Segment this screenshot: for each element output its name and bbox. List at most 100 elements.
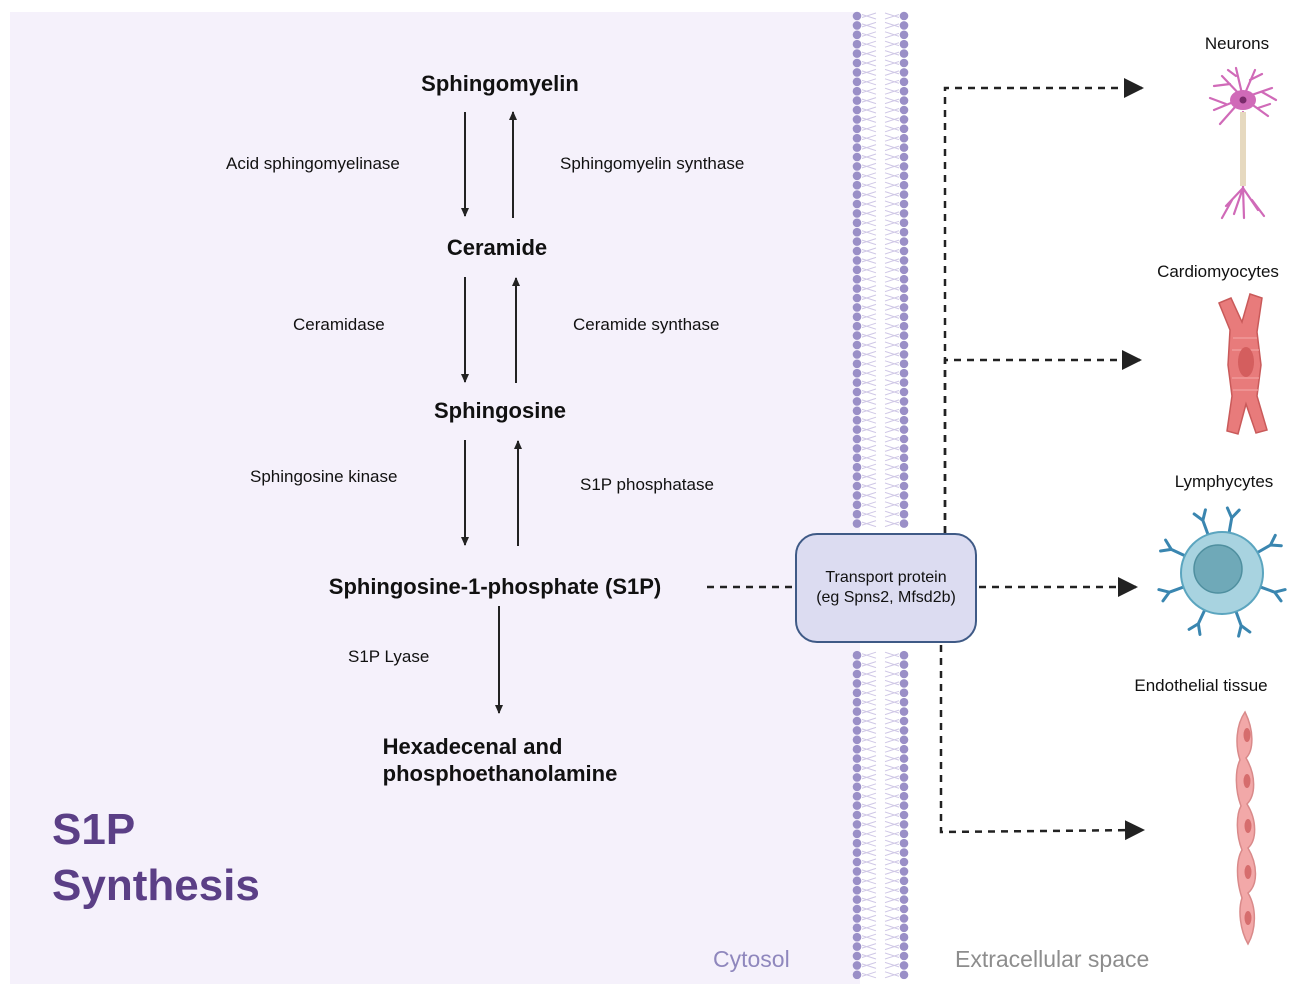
antibody-receptor	[1157, 585, 1186, 603]
lipid-tail	[861, 341, 877, 349]
lipid-tail	[861, 858, 877, 866]
lipid-head	[852, 209, 862, 218]
lipid-tail	[884, 755, 900, 763]
antibody-receptor	[1255, 533, 1283, 555]
lipid-tail	[884, 350, 900, 358]
lipid-head	[899, 340, 909, 350]
lipid-tail	[884, 454, 900, 462]
lipid-tail	[884, 144, 900, 152]
lipid-tail	[861, 426, 877, 434]
lipid-tail	[884, 473, 900, 481]
lipid-head	[899, 152, 909, 162]
lipid-tail	[884, 115, 900, 123]
lipid-tail	[884, 125, 900, 133]
lipid-tail	[884, 961, 900, 969]
lipid-head	[852, 509, 862, 519]
lipid-tail	[884, 238, 900, 246]
lipid-tail	[884, 266, 900, 274]
lipid-head	[899, 801, 909, 810]
molecule-products: Hexadecenal and phosphoethanolamine	[383, 733, 618, 787]
lipid-tail	[884, 369, 900, 377]
lipid-tail	[884, 31, 900, 39]
lipid-tail	[861, 50, 877, 58]
lipid-tail	[861, 181, 877, 189]
lipid-head	[899, 444, 909, 453]
lipid-tail	[861, 905, 877, 913]
lipid-tail	[884, 661, 900, 669]
lipid-head	[899, 970, 909, 980]
antibody-receptor	[1258, 585, 1287, 603]
lipid-tail	[861, 961, 877, 969]
endothelial-icon	[1235, 710, 1257, 946]
lipid-tail	[861, 162, 877, 170]
lipid-tail	[884, 698, 900, 706]
lipid-head	[852, 378, 862, 387]
lipid-head	[899, 39, 909, 49]
lipid-head	[899, 68, 909, 77]
lipid-tail	[884, 943, 900, 951]
lipid-tail	[884, 360, 900, 368]
lipid-head	[852, 11, 862, 21]
lipid-head	[852, 801, 862, 810]
lipid-head	[899, 96, 909, 105]
lipid-head	[899, 105, 909, 115]
lipid-tail	[884, 764, 900, 772]
lipid-head	[899, 293, 909, 303]
lipid-tail	[884, 914, 900, 922]
lipid-head	[899, 885, 909, 895]
region-label-extracellular: Extracellular space	[955, 946, 1150, 972]
lipid-head	[899, 820, 909, 829]
lipid-head	[899, 472, 909, 481]
antibody-receptor	[1192, 508, 1210, 537]
lipid-head	[899, 679, 909, 688]
lipid-head	[899, 227, 909, 237]
lipid-head	[852, 199, 862, 209]
lipid-tail	[884, 905, 900, 913]
lipid-head	[852, 406, 862, 416]
lipid-tail	[884, 332, 900, 340]
lipid-tail	[861, 285, 877, 293]
lipid-head	[899, 453, 909, 463]
lipid-tail	[884, 426, 900, 434]
lipid-tail	[861, 924, 877, 932]
lipid-head	[899, 697, 909, 707]
lipid-head	[852, 462, 862, 472]
lipid-head	[852, 867, 862, 876]
lipid-tail	[884, 78, 900, 86]
lipid-tail	[884, 181, 900, 189]
lipid-head	[852, 481, 862, 491]
lipid-tail	[861, 952, 877, 960]
lipid-tail	[884, 896, 900, 904]
lipid-head	[899, 867, 909, 876]
enzyme-sphingosine-kinase: Sphingosine kinase	[250, 467, 398, 486]
lipid-tail	[861, 115, 877, 123]
lipid-head	[852, 133, 862, 143]
lipid-head	[899, 848, 909, 857]
lipid-tail	[884, 858, 900, 866]
lipid-tail	[861, 219, 877, 227]
lipid-tail	[861, 332, 877, 340]
lipid-tail	[861, 708, 877, 716]
lipid-tail	[884, 839, 900, 847]
lipid-tail	[884, 651, 900, 659]
lipid-head	[899, 904, 909, 914]
lipid-head	[852, 697, 862, 707]
dashed-to-endothelial	[939, 645, 1145, 841]
lipid-tail	[884, 689, 900, 697]
lipid-head	[899, 143, 909, 152]
lipid-head	[852, 491, 862, 500]
lipid-head	[852, 914, 862, 923]
lipid-tail	[861, 379, 877, 387]
lipid-head	[899, 942, 909, 951]
lipid-head	[899, 378, 909, 387]
lipid-tail	[861, 482, 877, 490]
lipid-head	[852, 21, 862, 30]
lipid-head	[852, 942, 862, 951]
lipid-tail	[861, 275, 877, 283]
lipid-tail	[861, 933, 877, 941]
lipid-tail	[884, 849, 900, 857]
lipid-tail	[861, 943, 877, 951]
lipid-tail	[861, 698, 877, 706]
lipid-head	[852, 368, 862, 378]
lipid-tail	[884, 50, 900, 58]
